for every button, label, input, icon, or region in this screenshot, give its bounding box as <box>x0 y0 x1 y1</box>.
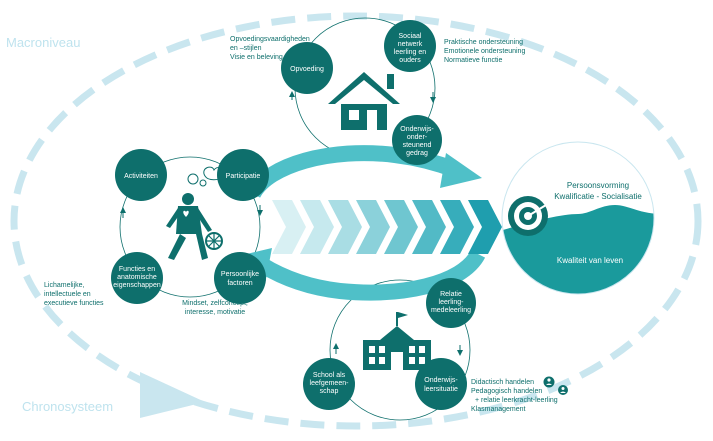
svg-text:Klasmanagement: Klasmanagement <box>471 406 526 413</box>
svg-text:Persoonlijke: Persoonlijke <box>221 271 259 278</box>
bottom-cycle-ring <box>329 279 471 421</box>
school-icon <box>363 312 431 370</box>
svg-text:medeleerling: medeleerling <box>431 307 471 314</box>
node-sociaal-netwerk: Sociaal netwerk leerling en ouders <box>384 20 436 72</box>
node-onderwijs-ondersteunend-gedrag: Onderwijs- onder- steunend gedrag <box>392 115 442 165</box>
svg-text:gedrag: gedrag <box>406 150 428 157</box>
node-functies: Functies en anatomische eigenschappen <box>111 252 163 304</box>
macroniveau-label: Macroniveau <box>6 35 80 50</box>
svg-text:eigenschappen: eigenschappen <box>113 282 161 289</box>
svg-text:Didactisch handelen: Didactisch handelen <box>471 379 534 386</box>
svg-text:steunend: steunend <box>403 142 432 149</box>
functies-description: Lichamelijke, intellectuele en executiev… <box>44 282 104 307</box>
svg-text:executieve functies: executieve functies <box>44 300 104 307</box>
svg-text:Lichamelijke,: Lichamelijke, <box>44 282 85 289</box>
chrono-arrow-icon <box>140 372 205 418</box>
svg-text:leersituatie: leersituatie <box>424 386 458 393</box>
svg-text:netwerk: netwerk <box>398 41 423 48</box>
svg-text:School als: School als <box>313 372 346 379</box>
node-persoonlijke-factoren: Persoonlijke factoren <box>214 252 266 304</box>
svg-text:en –stijlen: en –stijlen <box>230 45 262 52</box>
people-icon <box>543 376 568 395</box>
left-cycle-ring <box>119 156 261 298</box>
outcome-top-line-2: Kwalificatie - Socialisatie <box>554 192 642 201</box>
svg-text:Opvoedingsvaardigheden: Opvoedingsvaardigheden <box>230 36 310 43</box>
svg-text:leerling-: leerling- <box>439 299 465 306</box>
node-onderwijsleersituatie: Onderwijs- leersituatie <box>415 358 467 410</box>
svg-text:Activiteiten: Activiteiten <box>124 173 158 180</box>
outcome-bottom: Kwaliteit van leven <box>557 256 623 265</box>
person-icon <box>166 166 225 260</box>
svg-text:ouders: ouders <box>399 57 421 64</box>
target-icon <box>508 196 552 236</box>
chronosysteem-label: Chronosysteem <box>22 399 113 414</box>
svg-text:+ relatie leerkracht-leerling: + relatie leerkracht-leerling <box>475 397 558 404</box>
node-relatie: Relatie leerling- medeleerling <box>426 278 476 328</box>
upper-flow-arrow <box>245 145 459 199</box>
svg-text:Participatie: Participatie <box>226 173 261 180</box>
lower-flow-arrow <box>257 249 486 301</box>
node-participatie: Participatie <box>217 149 269 201</box>
svg-text:leefgemeen-: leefgemeen- <box>310 380 350 387</box>
svg-text:Relatie: Relatie <box>440 291 462 298</box>
svg-text:Visie en beleving: Visie en beleving <box>230 54 283 61</box>
persoonlijke-description: Mindset, zelfconcept, interesse, motivat… <box>182 300 248 316</box>
upper-flow-arrowhead-icon <box>440 153 482 188</box>
node-activiteiten: Activiteiten <box>115 149 167 201</box>
outcome-top-line-1: Persoonsvorming <box>567 181 629 190</box>
svg-text:interesse, motivatie: interesse, motivatie <box>185 309 245 316</box>
sociaal-netwerk-description: Praktische ondersteuning Emotionele onde… <box>444 39 525 64</box>
macro-dashed-ellipse <box>10 12 702 430</box>
node-opvoeding: Opvoeding <box>281 42 333 94</box>
svg-text:Functies en: Functies en <box>119 266 155 273</box>
svg-text:Pedagogisch handelen: Pedagogisch handelen <box>471 388 542 395</box>
node-school: School als leefgemeen- schap <box>303 358 355 410</box>
svg-text:intellectuele en: intellectuele en <box>44 291 91 298</box>
opvoeding-description: Opvoedingsvaardigheden en –stijlen Visie… <box>230 36 310 61</box>
svg-text:Opvoeding: Opvoeding <box>290 66 324 73</box>
svg-text:Sociaal: Sociaal <box>399 33 422 40</box>
svg-text:factoren: factoren <box>227 280 252 287</box>
onderwijsleersituatie-description: Didactisch handelen Pedagogisch handelen… <box>471 379 558 413</box>
svg-text:Onderwijs-: Onderwijs- <box>400 126 434 133</box>
svg-text:onder-: onder- <box>407 134 428 141</box>
svg-text:Emotionele ondersteuning: Emotionele ondersteuning <box>444 48 525 55</box>
svg-text:Mindset, zelfconcept,: Mindset, zelfconcept, <box>182 300 248 307</box>
svg-text:Praktische ondersteuning: Praktische ondersteuning <box>444 39 523 46</box>
svg-text:leerling en: leerling en <box>394 49 426 56</box>
house-icon <box>328 72 400 130</box>
svg-text:anatomische: anatomische <box>117 274 157 281</box>
chevron-arrows <box>272 200 502 254</box>
svg-text:schap: schap <box>320 388 339 395</box>
svg-text:Onderwijs-: Onderwijs- <box>424 377 458 384</box>
svg-text:Normatieve functie: Normatieve functie <box>444 57 502 64</box>
